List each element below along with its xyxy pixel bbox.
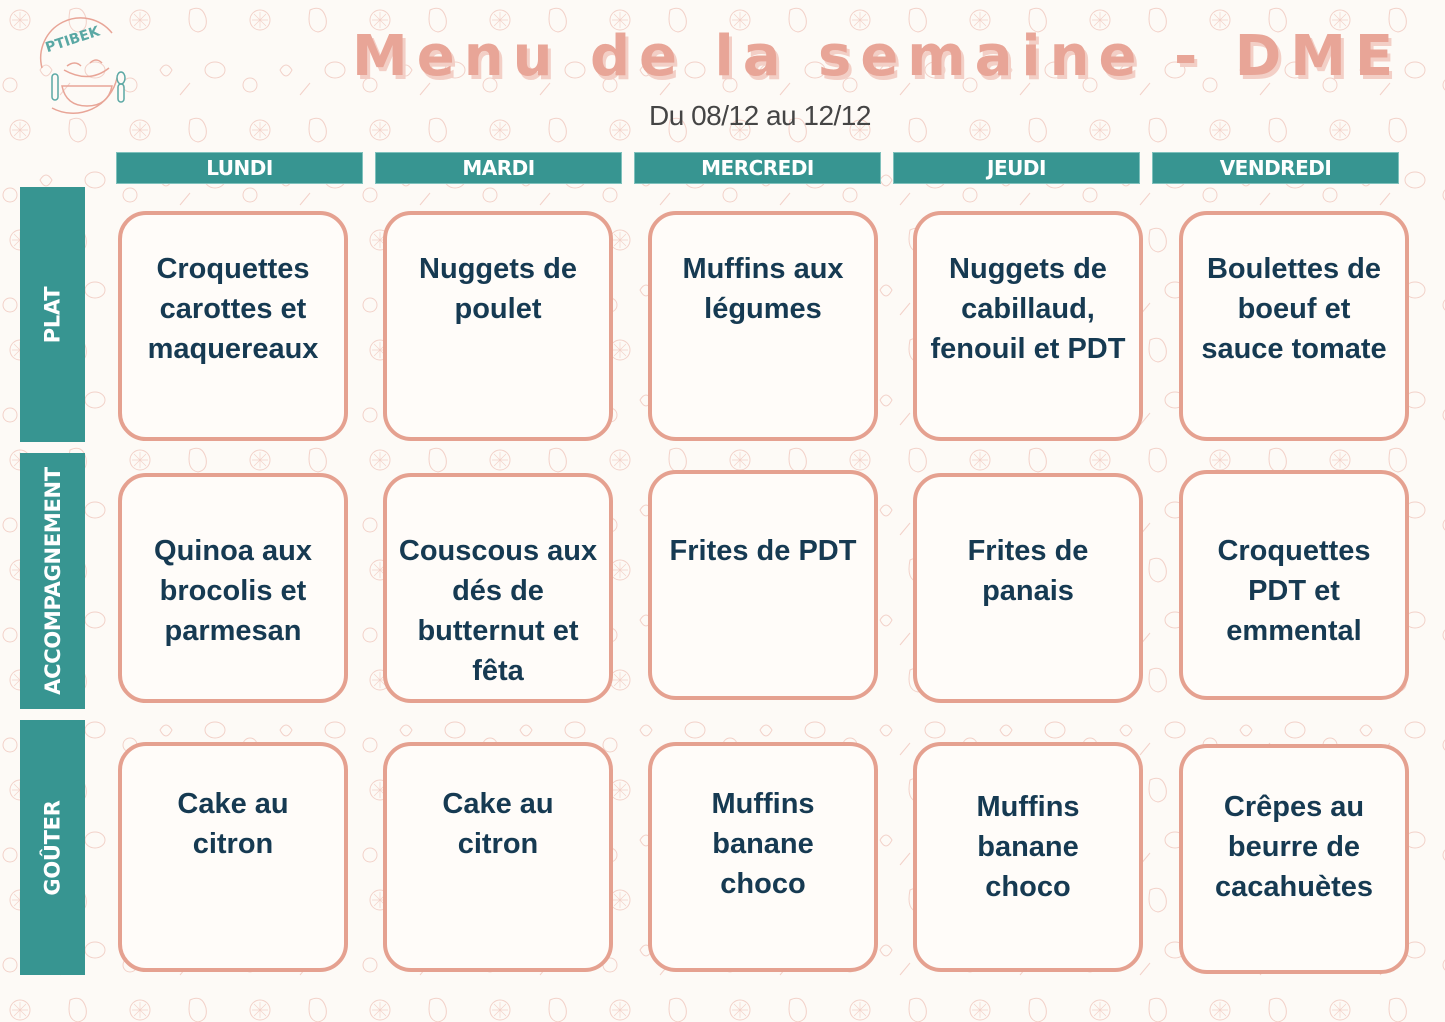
menu-cell-accompagnement-lundi: Quinoa aux brocolis et parmesan [118, 473, 348, 703]
menu-cell-plat-mardi: Nuggets de poulet [383, 211, 613, 441]
day-header-vendredi: VENDREDI [1152, 152, 1399, 184]
ptibek-logo: PTIBEK [39, 17, 126, 114]
menu-cell-gouter-vendredi: Crêpes au beurre de cacahuètes [1179, 744, 1409, 974]
row-label: PLAT [40, 286, 65, 343]
menu-cell-gouter-mercredi: Muffins banane choco [648, 742, 878, 972]
date-range: Du 08/12 au 12/12 [649, 100, 871, 131]
menu-cell-gouter-lundi: Cake au citron [118, 742, 348, 972]
row-header-gouter: GOÛTER [20, 720, 85, 975]
menu-cell-plat-mercredi: Muffins aux légumes [648, 211, 878, 441]
logo-text: PTIBEK [44, 23, 103, 56]
row-header-accompagnement: ACCOMPAGNEMENT [20, 453, 85, 709]
day-header-lundi: LUNDI [116, 152, 363, 184]
row-header-plat: PLAT [20, 187, 85, 442]
menu-cell-accompagnement-vendredi: Croquettes PDT et emmental [1179, 470, 1409, 700]
menu-cell-accompagnement-mercredi: Frites de PDT [648, 470, 878, 700]
menu-cell-plat-vendredi: Boulettes de boeuf et sauce tomate [1179, 211, 1409, 441]
page-title: Menu de la semaine - DME [352, 24, 1403, 89]
day-header-mercredi: MERCREDI [634, 152, 881, 184]
row-label: GOÛTER [40, 799, 65, 896]
day-header-jeudi: JEUDI [893, 152, 1140, 184]
row-label: ACCOMPAGNEMENT [40, 467, 65, 695]
menu-cell-accompagnement-mardi: Couscous aux dés de butternut et fêta [383, 473, 613, 703]
menu-cell-accompagnement-jeudi: Frites de panais [913, 473, 1143, 703]
menu-cell-gouter-jeudi: Muffins banane choco [913, 742, 1143, 972]
day-header-mardi: MARDI [375, 152, 622, 184]
menu-cell-plat-jeudi: Nuggets de cabillaud, fenouil et PDT [913, 211, 1143, 441]
menu-cell-plat-lundi: Croquettes carottes et maquereaux [118, 211, 348, 441]
menu-cell-gouter-mardi: Cake au citron [383, 742, 613, 972]
